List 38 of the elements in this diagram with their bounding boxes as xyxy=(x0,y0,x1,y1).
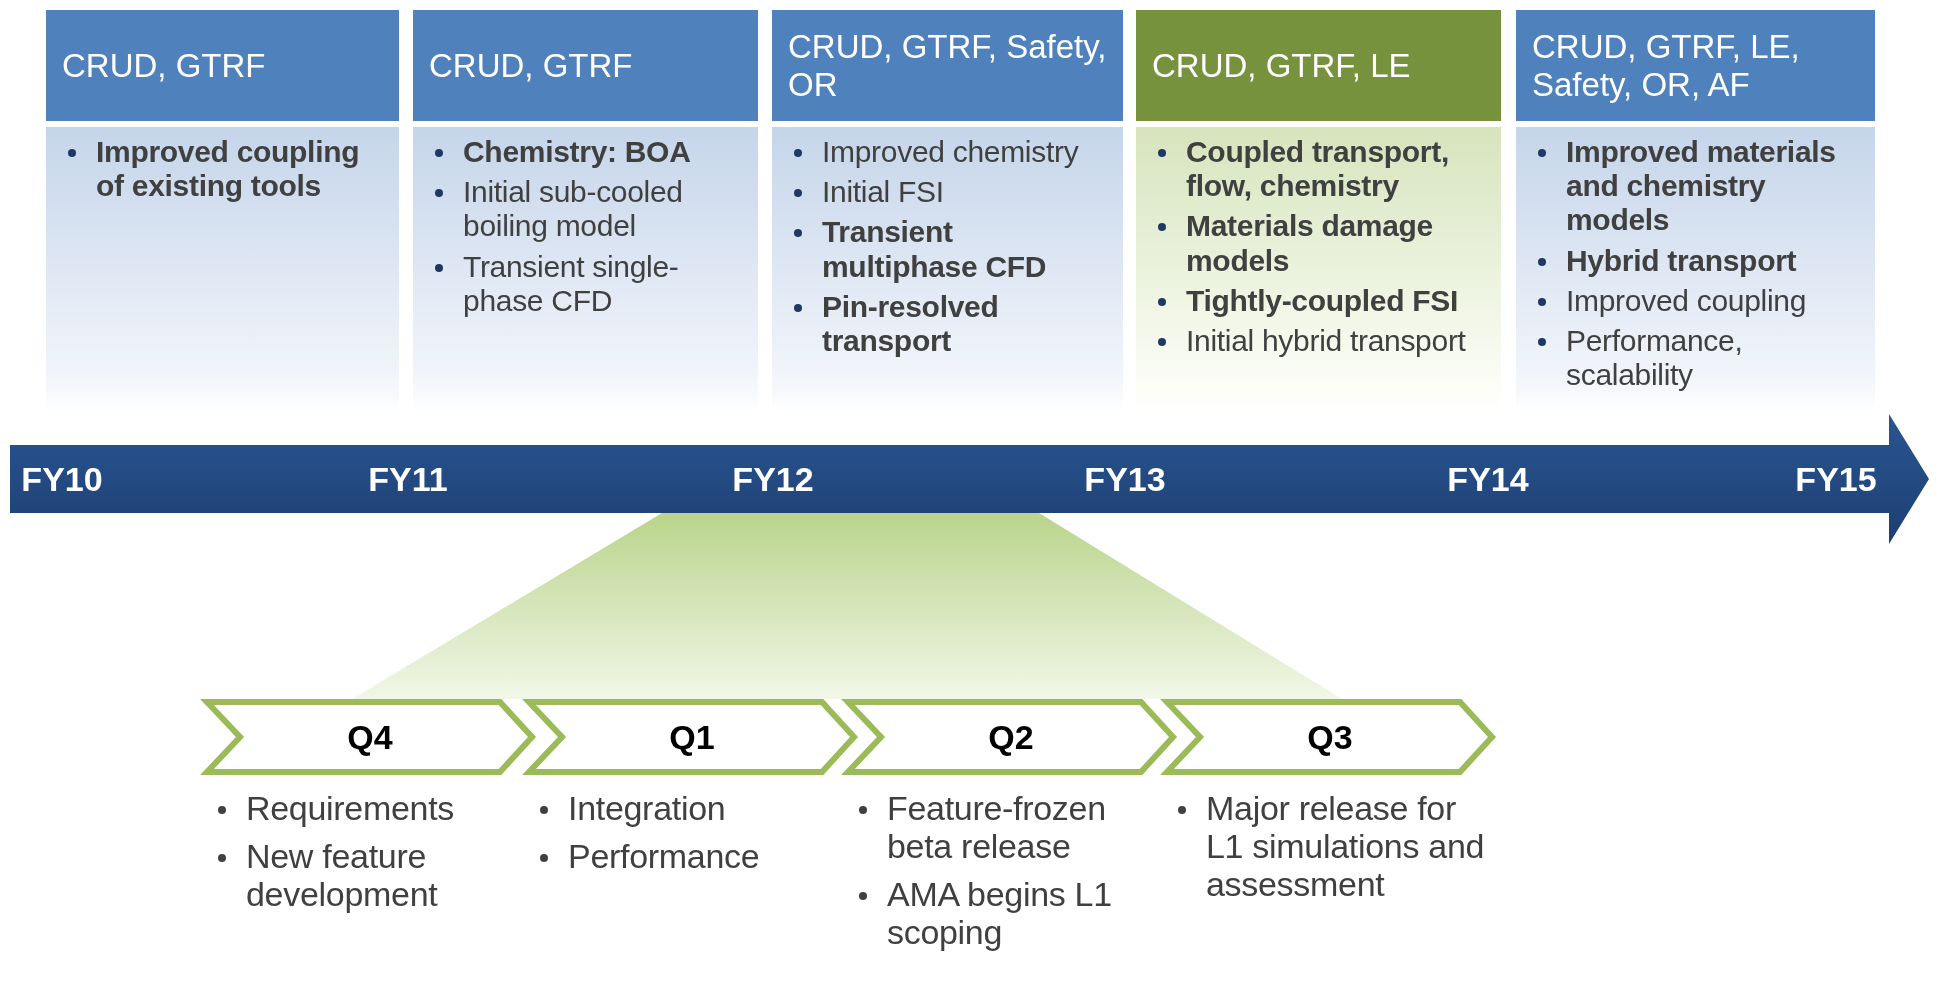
year-label: FY14 xyxy=(1447,459,1529,499)
milestone-header: CRUD, GTRF, LE xyxy=(1136,10,1501,121)
bullet-item: Initial hybrid transport xyxy=(1146,323,1493,359)
milestone-header: CRUD, GTRF xyxy=(46,10,399,121)
year-label: FY11 xyxy=(368,459,448,499)
bullet-item: Hybrid transport xyxy=(1526,243,1867,278)
bullet-item: Improved materials and chemistry models xyxy=(1526,135,1867,238)
bullet-item: Pin-resolved transport xyxy=(782,289,1115,359)
year-label: FY12 xyxy=(732,459,814,499)
bullet-item: Performance, scalability xyxy=(1526,323,1867,393)
bullet-item: Requirements xyxy=(206,789,528,828)
quarter-label: Q4 xyxy=(346,719,394,755)
year-label: FY15 xyxy=(1795,459,1877,499)
bullet-item: Integration xyxy=(528,789,850,828)
bullet-item: Materials damage models xyxy=(1146,209,1493,278)
bullet-item: AMA begins L1 scoping xyxy=(847,875,1169,952)
milestone-header: CRUD, GTRF, Safety, OR xyxy=(772,10,1123,121)
bullet-item: Initial sub-cooled boiling model xyxy=(423,175,750,244)
bullet-item: Initial FSI xyxy=(782,175,1115,210)
year-label: FY13 xyxy=(1084,459,1166,499)
quarter-label: Q1 xyxy=(668,719,716,755)
milestone-header: CRUD, GTRF xyxy=(413,10,758,121)
bullet-item: Improved coupling of existing tools xyxy=(56,135,391,204)
bullet-item: Major release for L1 simulations and assessment xyxy=(1166,789,1488,904)
quarter-label: Q3 xyxy=(1306,719,1354,755)
bullet-item: Transient multiphase CFD xyxy=(782,215,1115,284)
bullet-item: Feature-frozen beta release xyxy=(847,789,1169,866)
bullet-item: Transient single-phase CFD xyxy=(423,249,750,318)
year-label: FY10 xyxy=(21,459,103,499)
bullet-item: New feature development xyxy=(206,837,528,914)
milestone-header: CRUD, GTRF, LE, Safety, OR, AF xyxy=(1516,10,1875,121)
quarter-label: Q2 xyxy=(987,719,1035,755)
bullet-item: Tightly-coupled FSI xyxy=(1146,283,1493,318)
bullet-item: Coupled transport, flow, chemistry xyxy=(1146,135,1493,204)
bullet-item: Chemistry: BOA xyxy=(423,135,750,170)
bullet-item: Performance xyxy=(528,837,850,876)
bullet-item: Improved chemistry xyxy=(782,135,1115,170)
bullet-item: Improved coupling xyxy=(1526,283,1867,318)
